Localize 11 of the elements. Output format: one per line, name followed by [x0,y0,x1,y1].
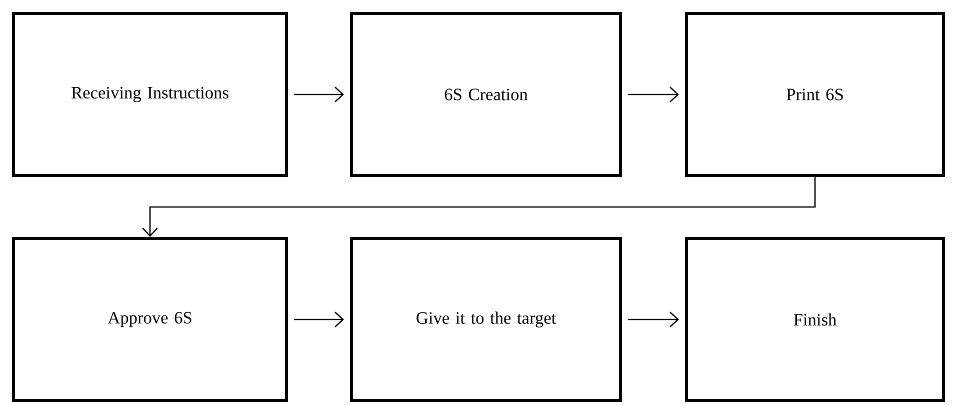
process-box: Finish [685,237,945,402]
process-box: Give it to the target [350,237,622,402]
arrow [628,312,679,328]
arrow [628,86,679,102]
arrow [294,86,344,102]
process-box: Approve 6S [12,237,288,402]
process-box: Print 6S [685,12,945,177]
process-box: 6S Creation [350,12,622,177]
process-box: Receiving Instructions [12,12,288,177]
arrow [142,176,816,238]
arrow [294,312,344,328]
